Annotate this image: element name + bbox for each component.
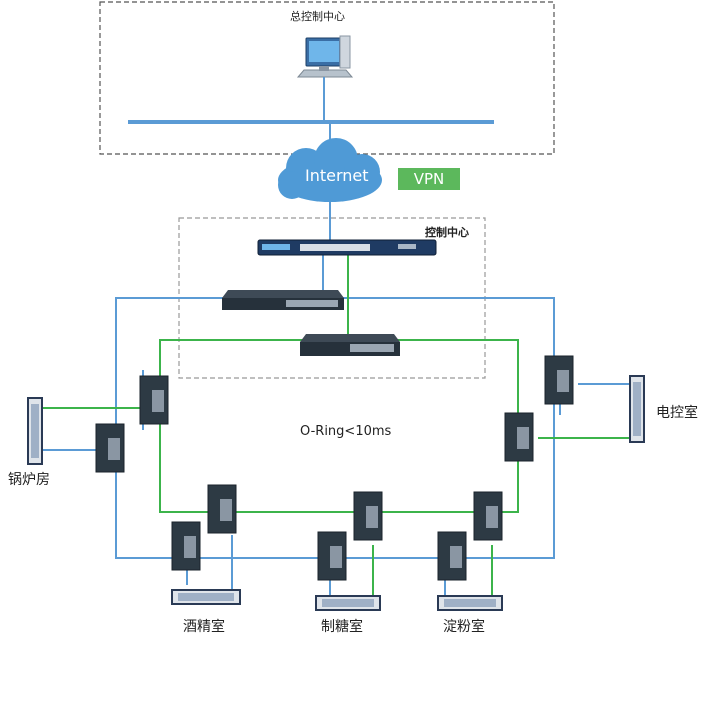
site-label-starch: 淀粉室 <box>443 619 485 635</box>
site-label-electric: 电控室 <box>656 405 698 421</box>
green-links <box>40 254 630 597</box>
internet-label: Internet <box>305 166 369 185</box>
din-switches <box>95 355 574 581</box>
control-center-label: 控制中心 <box>425 226 469 239</box>
computer-icon <box>296 35 354 78</box>
rack-switch-1 <box>222 290 344 310</box>
main-center-box <box>99 1 555 155</box>
site-label-sugar: 制糖室 <box>321 619 363 635</box>
core-router <box>257 239 437 256</box>
site-label-wine: 酒精室 <box>183 619 225 635</box>
ring-label: O-Ring<10ms <box>300 424 392 439</box>
internet-cloud-icon <box>278 138 382 202</box>
plc-racks <box>27 375 645 611</box>
vpn-badge: VPN <box>398 168 460 190</box>
main-control-center-label: 总控制中心 <box>290 10 345 23</box>
rack-switch-2 <box>300 334 400 356</box>
site-label-boiler: 锅炉房 <box>8 472 50 488</box>
